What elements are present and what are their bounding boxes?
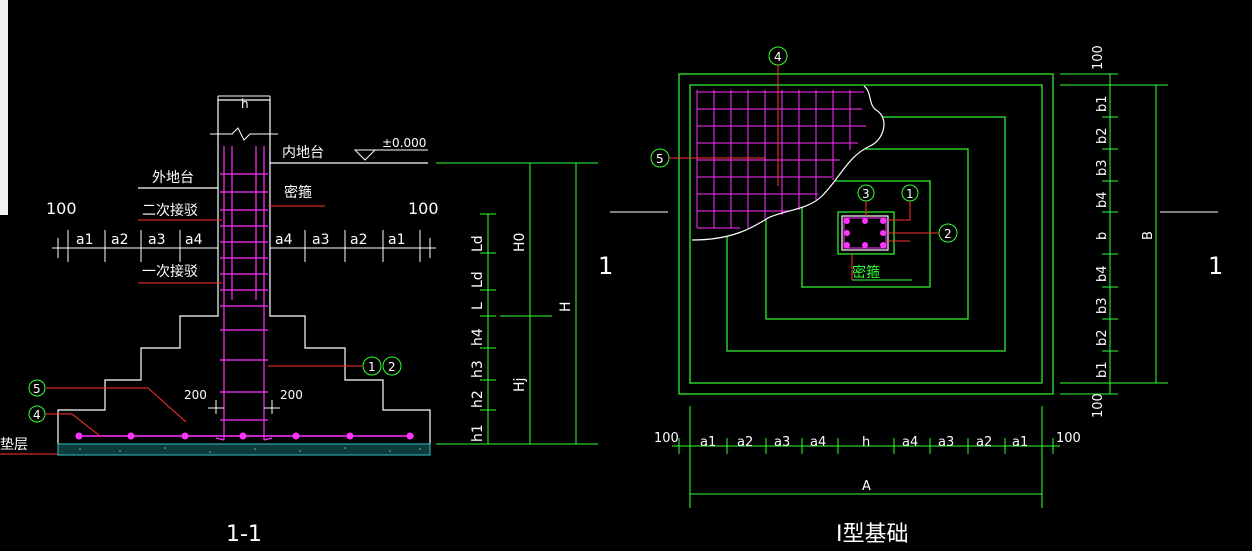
foundation-outline: [57, 99, 431, 444]
b1-bottom: b1: [1095, 361, 1110, 378]
plan-callout-1: 1: [906, 187, 914, 201]
ld2-label: Ld: [470, 271, 486, 288]
b4-top: b4: [1095, 191, 1110, 208]
cushion-dots: [79, 447, 421, 453]
plan-a2-left: a2: [737, 435, 753, 450]
h0-label: H0: [512, 233, 528, 252]
section-title: 1-1: [226, 522, 262, 547]
l-label: L: [470, 302, 486, 310]
outer-ground-label: 外地台: [152, 170, 194, 186]
mesh-tear-area: [692, 86, 884, 240]
dim-100-plan-left: 100: [654, 431, 679, 446]
plan-h: h: [862, 435, 870, 450]
plan-callout-3: 3: [862, 187, 870, 201]
column-rebars: [76, 146, 414, 441]
section-callout-4: 4: [33, 408, 41, 422]
a-right-labels: a4 a3 a2 a1: [275, 232, 406, 248]
h1-label: h1: [470, 424, 486, 442]
first-lap-label: 一次接驳: [142, 263, 198, 280]
stirrup-dense-label: 密箍: [284, 184, 312, 201]
a-left-labels: a1 a2 a3 a4: [76, 232, 203, 248]
h4-label: h4: [470, 328, 486, 346]
section-callouts: 1 2 5 4: [28, 356, 402, 437]
h2-label: h2: [470, 390, 486, 408]
mesh-tear-edge: [691, 85, 885, 241]
cushion-label: 垫层: [0, 437, 28, 453]
h-label: h: [241, 97, 249, 111]
b3-bottom: b3: [1095, 297, 1110, 314]
ld1-label: Ld: [470, 235, 486, 252]
a2-right: a2: [350, 232, 368, 248]
section-callout-5: 5: [33, 382, 41, 396]
plan-a1-right: a1: [1012, 435, 1028, 450]
plan-a2-right: a2: [976, 435, 992, 450]
section-callout-1: 1: [368, 360, 376, 374]
a3-right: a3: [312, 232, 330, 248]
plan-a-labels: 100 a1 a2 a3 a4 h a4 a3 a2 a1 100 A: [654, 431, 1081, 494]
B-label: B: [1141, 231, 1156, 240]
b2-bottom: b2: [1095, 329, 1110, 346]
b1-top: b1: [1095, 95, 1110, 112]
a2-left: a2: [111, 232, 129, 248]
a3-left: a3: [148, 232, 166, 248]
section-callout-2: 2: [388, 360, 396, 374]
column-break-mark: [210, 127, 278, 141]
vertical-dims: [436, 162, 598, 445]
dim-100-plan-right: 100: [1056, 431, 1081, 446]
a4-right: a4: [275, 232, 293, 248]
plan-a-dimension-line: [672, 406, 1060, 508]
plan-mesh: [696, 90, 866, 229]
dim-200-right: 200: [280, 388, 303, 402]
plan-callout-4: 4: [774, 50, 782, 64]
elevation-symbol: [353, 149, 428, 161]
h3-label: h3: [470, 360, 486, 378]
vertical-dim-labels: Ld Ld L h4 h3 h2 h1 H0 Hj H: [470, 233, 574, 442]
elevation-label: ±0.000: [382, 136, 426, 150]
plan-column-bars: [844, 218, 886, 248]
bottom-bar-dots: [75, 432, 414, 440]
inner-ground-label: 内地台: [282, 145, 324, 161]
left-edge-strip: [0, 0, 8, 215]
plan-a3-left: a3: [774, 435, 790, 450]
A-label: A: [862, 479, 871, 494]
a1-right: a1: [388, 232, 406, 248]
b4-bottom: b4: [1095, 265, 1110, 282]
b-dimension-line: [1060, 73, 1168, 395]
hj-label: Hj: [512, 378, 528, 392]
plan-a1-left: a1: [700, 435, 716, 450]
a-dimension-line: [52, 230, 436, 262]
b-mid: b: [1095, 232, 1110, 240]
dim-100-bottom: 100: [1091, 393, 1106, 418]
dim-100-right: 100: [408, 199, 439, 218]
section-view: h: [0, 95, 598, 547]
plan-a4-left: a4: [810, 435, 826, 450]
plan-callout-2: 2: [944, 227, 952, 241]
a4-left: a4: [185, 232, 203, 248]
a1-left: a1: [76, 232, 94, 248]
section-mark-right: 1: [1208, 252, 1223, 280]
plan-callout-5: 5: [656, 152, 664, 166]
section-mark-left: 1: [598, 252, 613, 280]
dim-200-left: 200: [184, 388, 207, 402]
plan-callouts: 4 5 3 1 2: [650, 46, 958, 243]
b-dim-labels: 100 b1 b2 b3 b4 b b4 b3 b2 b1 100 B: [1091, 45, 1156, 418]
plan-a3-right: a3: [938, 435, 954, 450]
b3-top: b3: [1095, 159, 1110, 176]
plan-a4-right: a4: [902, 435, 918, 450]
dim-100-top: 100: [1091, 45, 1106, 70]
b2-top: b2: [1095, 127, 1110, 144]
cushion-layer: [57, 443, 431, 456]
second-lap-label: 二次接驳: [142, 202, 198, 219]
dim-100-left: 100: [46, 199, 77, 218]
h-big-label: H: [558, 301, 574, 312]
plan-stirrup-label: 密箍: [852, 264, 880, 281]
plan-title: I型基础: [836, 522, 909, 547]
